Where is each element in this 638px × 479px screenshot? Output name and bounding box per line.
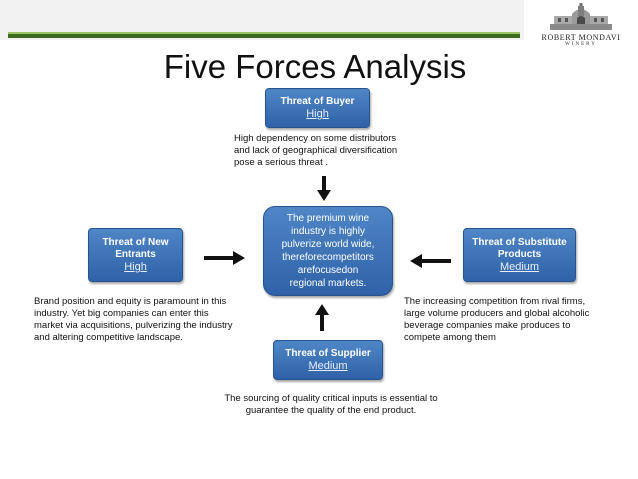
substitute-label: Products (497, 249, 542, 260)
new-entrants-note-line: and altering competitive landscape. (34, 332, 183, 343)
center-line: thereforecompetitors (282, 252, 374, 263)
logo-name: ROBERT MONDAVI (541, 33, 621, 42)
header-rule (8, 32, 520, 38)
center-line: industry is highly (291, 226, 365, 237)
substitute-note-line: large volume producers and global alcoho… (404, 308, 590, 319)
new-entrants-box: Threat of New Entrants High (88, 228, 183, 282)
logo-sub: WINERY (565, 42, 597, 47)
buyer-note: High dependency on some distributors and… (234, 133, 454, 169)
industry-center-box: The premium wine industry is highly pulv… (263, 206, 393, 296)
center-line: pulverize world wide, (281, 239, 375, 250)
substitute-note: The increasing competition from rival fi… (404, 296, 632, 344)
arrow-left-icon (410, 254, 451, 268)
substitute-note-line: beverage companies make produces to (404, 320, 571, 331)
new-entrants-note: Brand position and equity is paramount i… (34, 296, 264, 344)
winery-logo: ROBERT MONDAVI WINERY (528, 2, 634, 54)
supplier-box: Threat of Supplier Medium (273, 340, 383, 380)
supplier-label: Threat of Supplier (285, 348, 371, 359)
new-entrants-note-line: industry. Yet big companies can enter th… (34, 308, 209, 319)
arrow-right-icon (204, 251, 245, 265)
buyer-box: Threat of Buyer High (265, 88, 370, 128)
page-title: Five Forces Analysis (163, 48, 467, 85)
supplier-note-line: guarantee the quality of the end product… (245, 405, 417, 416)
substitute-level[interactable]: Medium (499, 261, 540, 273)
buyer-note-line: High dependency on some distributors (234, 133, 397, 144)
arrow-up-icon (315, 304, 329, 331)
winery-building-icon (550, 3, 612, 30)
new-entrants-level[interactable]: High (124, 261, 147, 273)
supplier-level[interactable]: Medium (308, 360, 348, 372)
supplier-note: The sourcing of quality critical inputs … (212, 393, 450, 417)
substitute-box: Threat of Substitute Products Medium (463, 228, 576, 282)
new-entrants-note-line: market via acquisitions, pulverizing the… (34, 320, 233, 331)
buyer-note-line: and lack of geographical diversification (234, 145, 398, 156)
new-entrants-note-line: Brand position and equity is paramount i… (34, 296, 227, 307)
center-line: The premium wine (286, 213, 370, 224)
buyer-label: Threat of Buyer (280, 96, 355, 107)
new-entrants-label: Entrants (115, 249, 156, 260)
center-line: regional markets. (289, 278, 367, 289)
buyer-note-line: pose a serious threat . (234, 157, 328, 168)
supplier-note-line: The sourcing of quality critical inputs … (224, 393, 438, 404)
buyer-level[interactable]: High (306, 108, 329, 120)
substitute-note-line: The increasing competition from rival fi… (404, 296, 586, 307)
substitute-note-line: compete among them (404, 332, 496, 343)
substitute-label: Threat of Substitute (472, 237, 567, 248)
center-line: arefocusedon (297, 265, 359, 276)
new-entrants-label: Threat of New (102, 237, 169, 248)
arrow-down-icon (317, 176, 331, 201)
